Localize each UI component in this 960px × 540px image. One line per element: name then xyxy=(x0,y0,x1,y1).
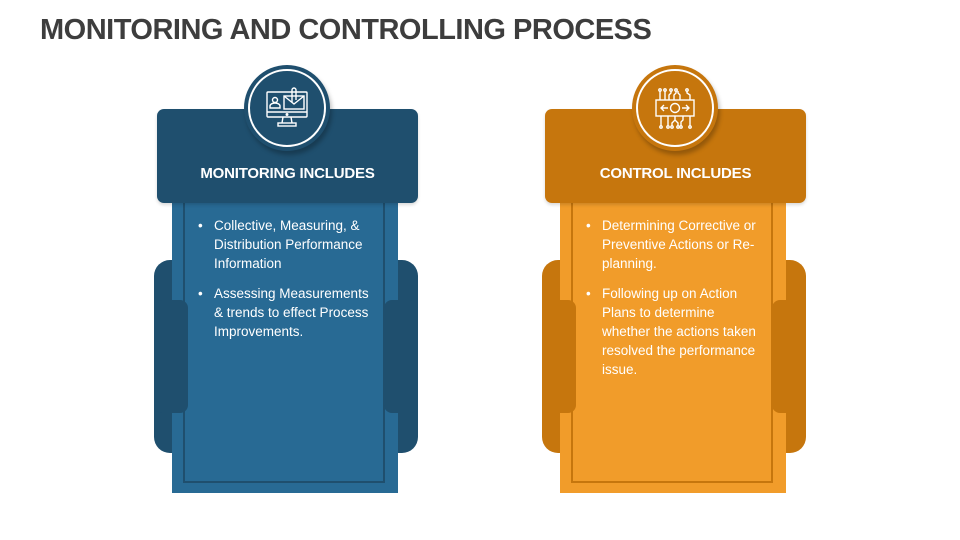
card-body xyxy=(172,195,398,493)
card-side-tab-right xyxy=(384,300,418,413)
card-side-tab-left xyxy=(542,300,576,413)
list-item: • Collective, Measuring, & Distribution P… xyxy=(198,216,373,273)
list-item: • Determining Corrective or Preventive Ac… xyxy=(586,216,766,273)
card-body xyxy=(560,195,786,493)
icon-badge-ring xyxy=(636,69,714,147)
point-text: Collective, Measuring, & Distribution Pe… xyxy=(214,218,363,271)
card-side-tab-left xyxy=(154,300,188,413)
icon-badge xyxy=(244,65,330,151)
bullet: • xyxy=(198,218,203,233)
control-card: CONTROL INCLUDES • Determining Corrective… xyxy=(542,0,812,540)
bullet: • xyxy=(198,286,203,301)
bullet: • xyxy=(586,218,591,233)
computer-monitor-mail-icon xyxy=(266,87,308,127)
list-item: • Assessing Measurements & trends to effe… xyxy=(198,284,373,341)
card-heading: MONITORING INCLUDES xyxy=(200,165,375,182)
bullet: • xyxy=(586,286,591,301)
card-header: CONTROL INCLUDES xyxy=(545,109,806,203)
monitoring-card: MONITORING INCLUDES • Collective, Measuri… xyxy=(154,0,424,540)
card-heading: CONTROL INCLUDES xyxy=(599,165,752,182)
monitoring-points: • Collective, Measuring, & Distribution P… xyxy=(198,216,373,352)
point-text: Assessing Measurements & trends to effec… xyxy=(214,286,369,339)
point-text: Following up on Action Plans to determin… xyxy=(602,286,756,377)
icon-badge xyxy=(632,65,718,151)
icon-badge-ring xyxy=(248,69,326,147)
list-item: • Following up on Action Plans to determi… xyxy=(586,284,766,379)
control-points: • Determining Corrective or Preventive Ac… xyxy=(586,216,766,390)
point-text: Determining Corrective or Preventive Act… xyxy=(602,218,756,271)
page-title: MONITORING AND CONTROLLING PROCESS xyxy=(40,14,652,46)
circuit-control-arrows-icon xyxy=(655,88,695,129)
card-side-tab-right xyxy=(772,300,806,413)
